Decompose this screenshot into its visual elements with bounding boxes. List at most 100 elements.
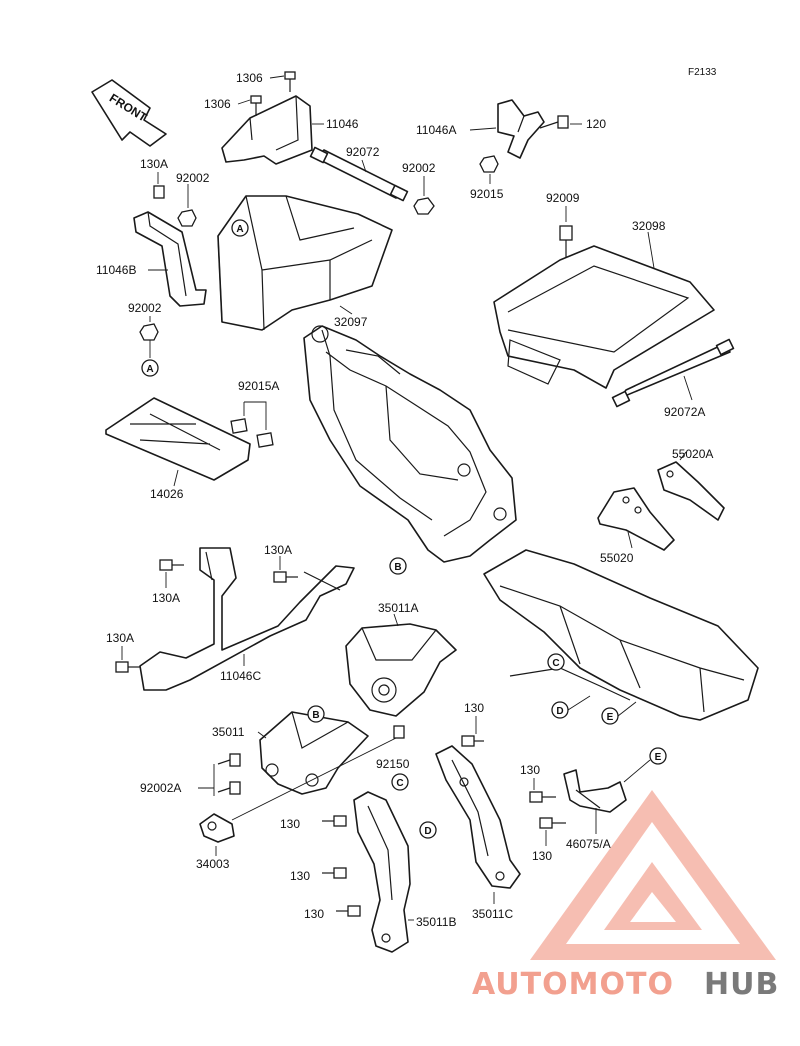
bolt-130-2-icon <box>322 867 347 879</box>
label-35011a: 35011A <box>378 601 418 615</box>
diagram-code: F2133 <box>688 67 717 78</box>
label-34003: 34003 <box>196 857 230 871</box>
bolt-92002a-b-icon <box>217 781 241 795</box>
main-frame <box>303 325 517 563</box>
label-11046b: 11046B <box>96 263 136 277</box>
bolt-130-3-icon <box>336 905 361 917</box>
nut-92015-icon <box>479 155 499 173</box>
svg-text:E: E <box>607 712 614 723</box>
label-130-5: 130 <box>520 763 540 777</box>
svg-text:D: D <box>556 706 563 717</box>
bracket-35011 <box>259 711 369 795</box>
bracket-35011a <box>345 623 457 717</box>
strap-92072 <box>309 146 409 202</box>
label-92002-left: 92002 <box>176 171 210 185</box>
nut-92002-lower-icon <box>139 323 159 341</box>
label-130-4: 130 <box>464 701 484 715</box>
nut-92002-top-icon <box>413 197 435 215</box>
label-130a-2: 130A <box>264 543 292 557</box>
pin-34003 <box>199 813 235 843</box>
label-92015a: 92015A <box>238 379 279 393</box>
clip-11046a <box>497 99 545 159</box>
nut-92015a-b-icon <box>256 432 274 448</box>
part-11046-bracket <box>221 95 313 165</box>
bolt-130-5-icon <box>529 791 556 803</box>
callout-c-subframe: C <box>547 653 565 671</box>
label-130-1: 130 <box>280 817 300 831</box>
label-92015: 92015 <box>470 187 504 201</box>
callout-a-upper: A <box>231 219 249 237</box>
label-130-3: 130 <box>304 907 324 921</box>
label-92002a: 92002A <box>140 781 181 795</box>
bracket-11046b <box>133 211 207 307</box>
label-130a-1: 130A <box>152 591 180 605</box>
callout-b-footrest: B <box>307 705 325 723</box>
callout-e-lower: E <box>649 747 667 765</box>
callout-e-subframe: E <box>601 707 619 725</box>
callout-b-frame: B <box>389 557 407 575</box>
label-55020: 55020 <box>600 551 634 565</box>
label-92009: 92009 <box>546 191 580 205</box>
label-1306-a: 1306 <box>236 71 263 85</box>
label-32098: 32098 <box>632 219 666 233</box>
bolt-92150-icon <box>231 725 405 821</box>
svg-text:A: A <box>236 224 243 235</box>
bolt-1306-b-icon <box>250 95 262 116</box>
bolt-130a-top-icon <box>153 185 165 199</box>
label-11046a: 11046A <box>416 123 456 137</box>
watermark-text-hub: HUB <box>704 967 779 1002</box>
bolt-130-4-icon <box>461 735 484 747</box>
bolt-130a-2-icon <box>273 571 298 583</box>
bolt-130a-1-icon <box>159 559 184 571</box>
label-32097: 32097 <box>334 315 368 329</box>
label-92072a: 92072A <box>664 405 705 419</box>
label-92150: 92150 <box>376 757 410 771</box>
bolt-1306-a-icon <box>284 71 296 92</box>
label-92002-lower: 92002 <box>128 301 162 315</box>
label-14026: 14026 <box>150 487 184 501</box>
label-130a-3: 130A <box>106 631 134 645</box>
plate-14026 <box>105 397 251 481</box>
callout-d-subframe: D <box>551 701 569 719</box>
label-35011: 35011 <box>212 725 245 739</box>
svg-text:D: D <box>424 826 431 837</box>
bracket-46075a <box>563 769 627 813</box>
label-46075a: 46075/A <box>566 837 611 851</box>
bolt-92002a-a-icon <box>217 753 241 767</box>
watermark-logo <box>530 790 776 960</box>
nut-92015a-a-icon <box>230 418 248 434</box>
watermark-text-automoto: AUTOMOTO <box>472 967 674 1002</box>
label-35011b: 35011B <box>416 915 456 929</box>
bolt-120-icon <box>539 115 569 129</box>
bolt-130-6-icon <box>539 817 566 829</box>
rear-subframe <box>483 549 759 721</box>
label-130-6: 130 <box>532 849 552 863</box>
nut-92002-left-icon <box>177 209 197 227</box>
callout-d-lower: D <box>419 821 437 839</box>
tray-32098 <box>493 245 715 389</box>
svg-text:A: A <box>146 364 153 375</box>
svg-text:E: E <box>655 752 662 763</box>
callout-a-lower: A <box>141 359 159 377</box>
label-35011c: 35011C <box>472 907 513 921</box>
bracket-55020 <box>597 487 675 551</box>
bracket-55020a <box>657 461 725 521</box>
svg-text:B: B <box>312 710 319 721</box>
label-92002-top: 92002 <box>402 161 436 175</box>
front-arrow-icon: FRONT <box>91 79 167 147</box>
label-130a-top: 130A <box>140 157 168 171</box>
bracket-35011b <box>353 791 411 953</box>
bolt-130a-3-icon <box>115 661 140 673</box>
label-11046c: 11046C <box>220 669 261 683</box>
svg-text:C: C <box>396 778 403 789</box>
strap-92072a <box>611 338 735 408</box>
svg-text:C: C <box>552 658 559 669</box>
label-92072: 92072 <box>346 145 380 159</box>
label-120: 120 <box>586 117 606 131</box>
svg-text:B: B <box>394 562 401 573</box>
bolt-130-1-icon <box>322 815 347 827</box>
label-55020a: 55020A <box>672 447 713 461</box>
label-130-2: 130 <box>290 869 310 883</box>
label-11046: 11046 <box>326 117 359 131</box>
